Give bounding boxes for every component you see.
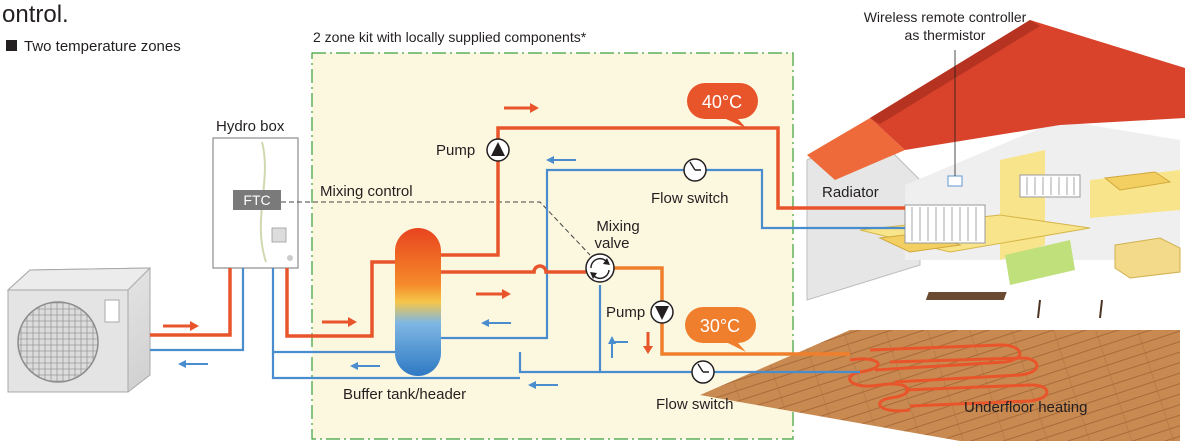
mixing-control-signal-line [281,201,591,256]
pump-bottom-icon [650,300,674,324]
arrow-left-icon [481,319,511,327]
mixing-valve-label-line2: valve [594,235,629,252]
temp-high-label: 40°C [702,92,742,112]
bed-right [1103,171,1172,191]
flow-switch-top-icon [683,158,707,182]
pipe-outdoor-return-cold [150,268,245,352]
mixing-valve-label-line1: Mixing [596,218,639,235]
table-top [925,292,1007,300]
arrow-down-icon [643,332,653,354]
pipe-tank-to-mixing-hot [440,264,586,274]
title-fragment: ontrol. [2,1,69,28]
roof-front [807,118,905,180]
radiator-label: Radiator [822,184,879,201]
flow-switch-bottom-icon [691,360,715,384]
kit-label: 2 zone kit with locally supplied compone… [313,29,587,45]
ftc-label: FTC [243,192,270,208]
roof-main [870,20,1185,150]
flow-switch-top-label: Flow switch [651,190,729,207]
temp-bubble-40: 40°C [687,83,758,128]
pipe-zone1-return-cold [440,168,905,340]
wireless-controller-label-line1: Wireless remote controller [864,9,1027,25]
temp-bubble-30: 30°C [685,307,756,352]
bullet-square-icon [6,40,17,51]
buffer-tank [395,228,441,376]
subtitle: Two temperature zones [24,38,181,55]
ftc-badge [233,190,281,210]
interior-yellow-wall [1000,150,1045,260]
pipe-hydro-to-tank-hot [285,260,396,338]
arrow-left-icon [178,360,208,368]
arrow-right-icon [322,317,357,327]
wireless-controller-label-line2: as thermistor [905,27,986,43]
arrow-right-icon [163,321,199,331]
sofa [1114,237,1181,279]
radiator-upper [1019,174,1081,198]
wood-floor [700,330,1180,441]
pump-bottom-label: Pump [606,304,645,321]
mixing-control-label: Mixing control [320,183,413,200]
pump-top-icon [486,138,510,162]
arrow-left-icon [350,362,380,370]
pipe-zone1-flow-hot [440,126,905,257]
arrow-up-icon [608,336,628,358]
mixing-valve-icon [585,253,615,283]
buffer-tank-label: Buffer tank/header [343,386,466,403]
house-illustration [700,20,1185,441]
arrow-left-icon [528,381,558,389]
outdoor-heat-pump-unit [6,267,152,393]
pipe-outdoor-flow-hot [150,268,232,337]
underfloor-heating-label: Underfloor heating [964,399,1087,416]
radiator-unit [904,204,986,244]
temp-low-label: 30°C [700,316,740,336]
pipe-zone2-bypass-cold [518,352,600,374]
interior-green-wall [1005,240,1075,285]
arrow-right-icon [504,103,539,113]
arrow-left-icon [546,156,576,164]
hydro-box-label: Hydro box [216,118,285,135]
underfloor-heating-pipe [848,343,1049,413]
wireless-controller-icon [947,175,963,187]
pump-top-label: Pump [436,142,475,159]
pipe-buffer-return-cold [271,352,520,380]
flow-switch-bottom-label: Flow switch [656,396,734,413]
arrow-right-icon [476,289,511,299]
